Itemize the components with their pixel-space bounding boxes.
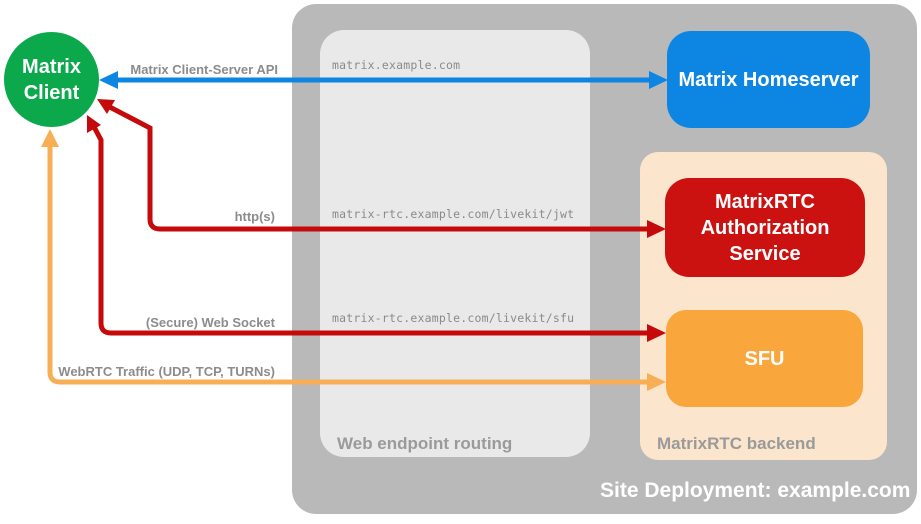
site-deployment-caption: Site Deployment: example.com xyxy=(600,479,911,502)
auth-service-label: MatrixRTC Authorization Service xyxy=(700,190,830,265)
sfu-node: SFU xyxy=(666,310,863,407)
webrtc-edge-label: WebRTC Traffic (UDP, TCP, TURNs) xyxy=(58,364,275,379)
client-server-api-edge-label: Matrix Client-Server API xyxy=(130,62,278,77)
web-endpoint-routing-caption: Web endpoint routing xyxy=(337,434,513,453)
web-endpoint-routing-container xyxy=(320,30,590,457)
matrixrtc-backend-caption: MatrixRTC backend xyxy=(657,434,816,453)
route-livekit-jwt: matrix-rtc.example.com/livekit/jwt xyxy=(332,207,575,221)
matrix-client-label: Matrix Client xyxy=(22,55,81,104)
matrix-client-node: Matrix Client xyxy=(4,32,99,127)
matrixrtc-authorization-service-node: MatrixRTC Authorization Service xyxy=(665,178,865,277)
websocket-edge-label: (Secure) Web Socket xyxy=(145,315,275,330)
route-livekit-sfu: matrix-rtc.example.com/livekit/sfu xyxy=(332,311,575,325)
sfu-label: SFU xyxy=(744,347,785,370)
route-matrix-domain: matrix.example.com xyxy=(332,58,461,72)
matrix-homeserver-node: Matrix Homeserver xyxy=(667,31,870,128)
https-edge-label: http(s) xyxy=(234,209,275,224)
matrix-homeserver-label: Matrix Homeserver xyxy=(678,68,859,91)
